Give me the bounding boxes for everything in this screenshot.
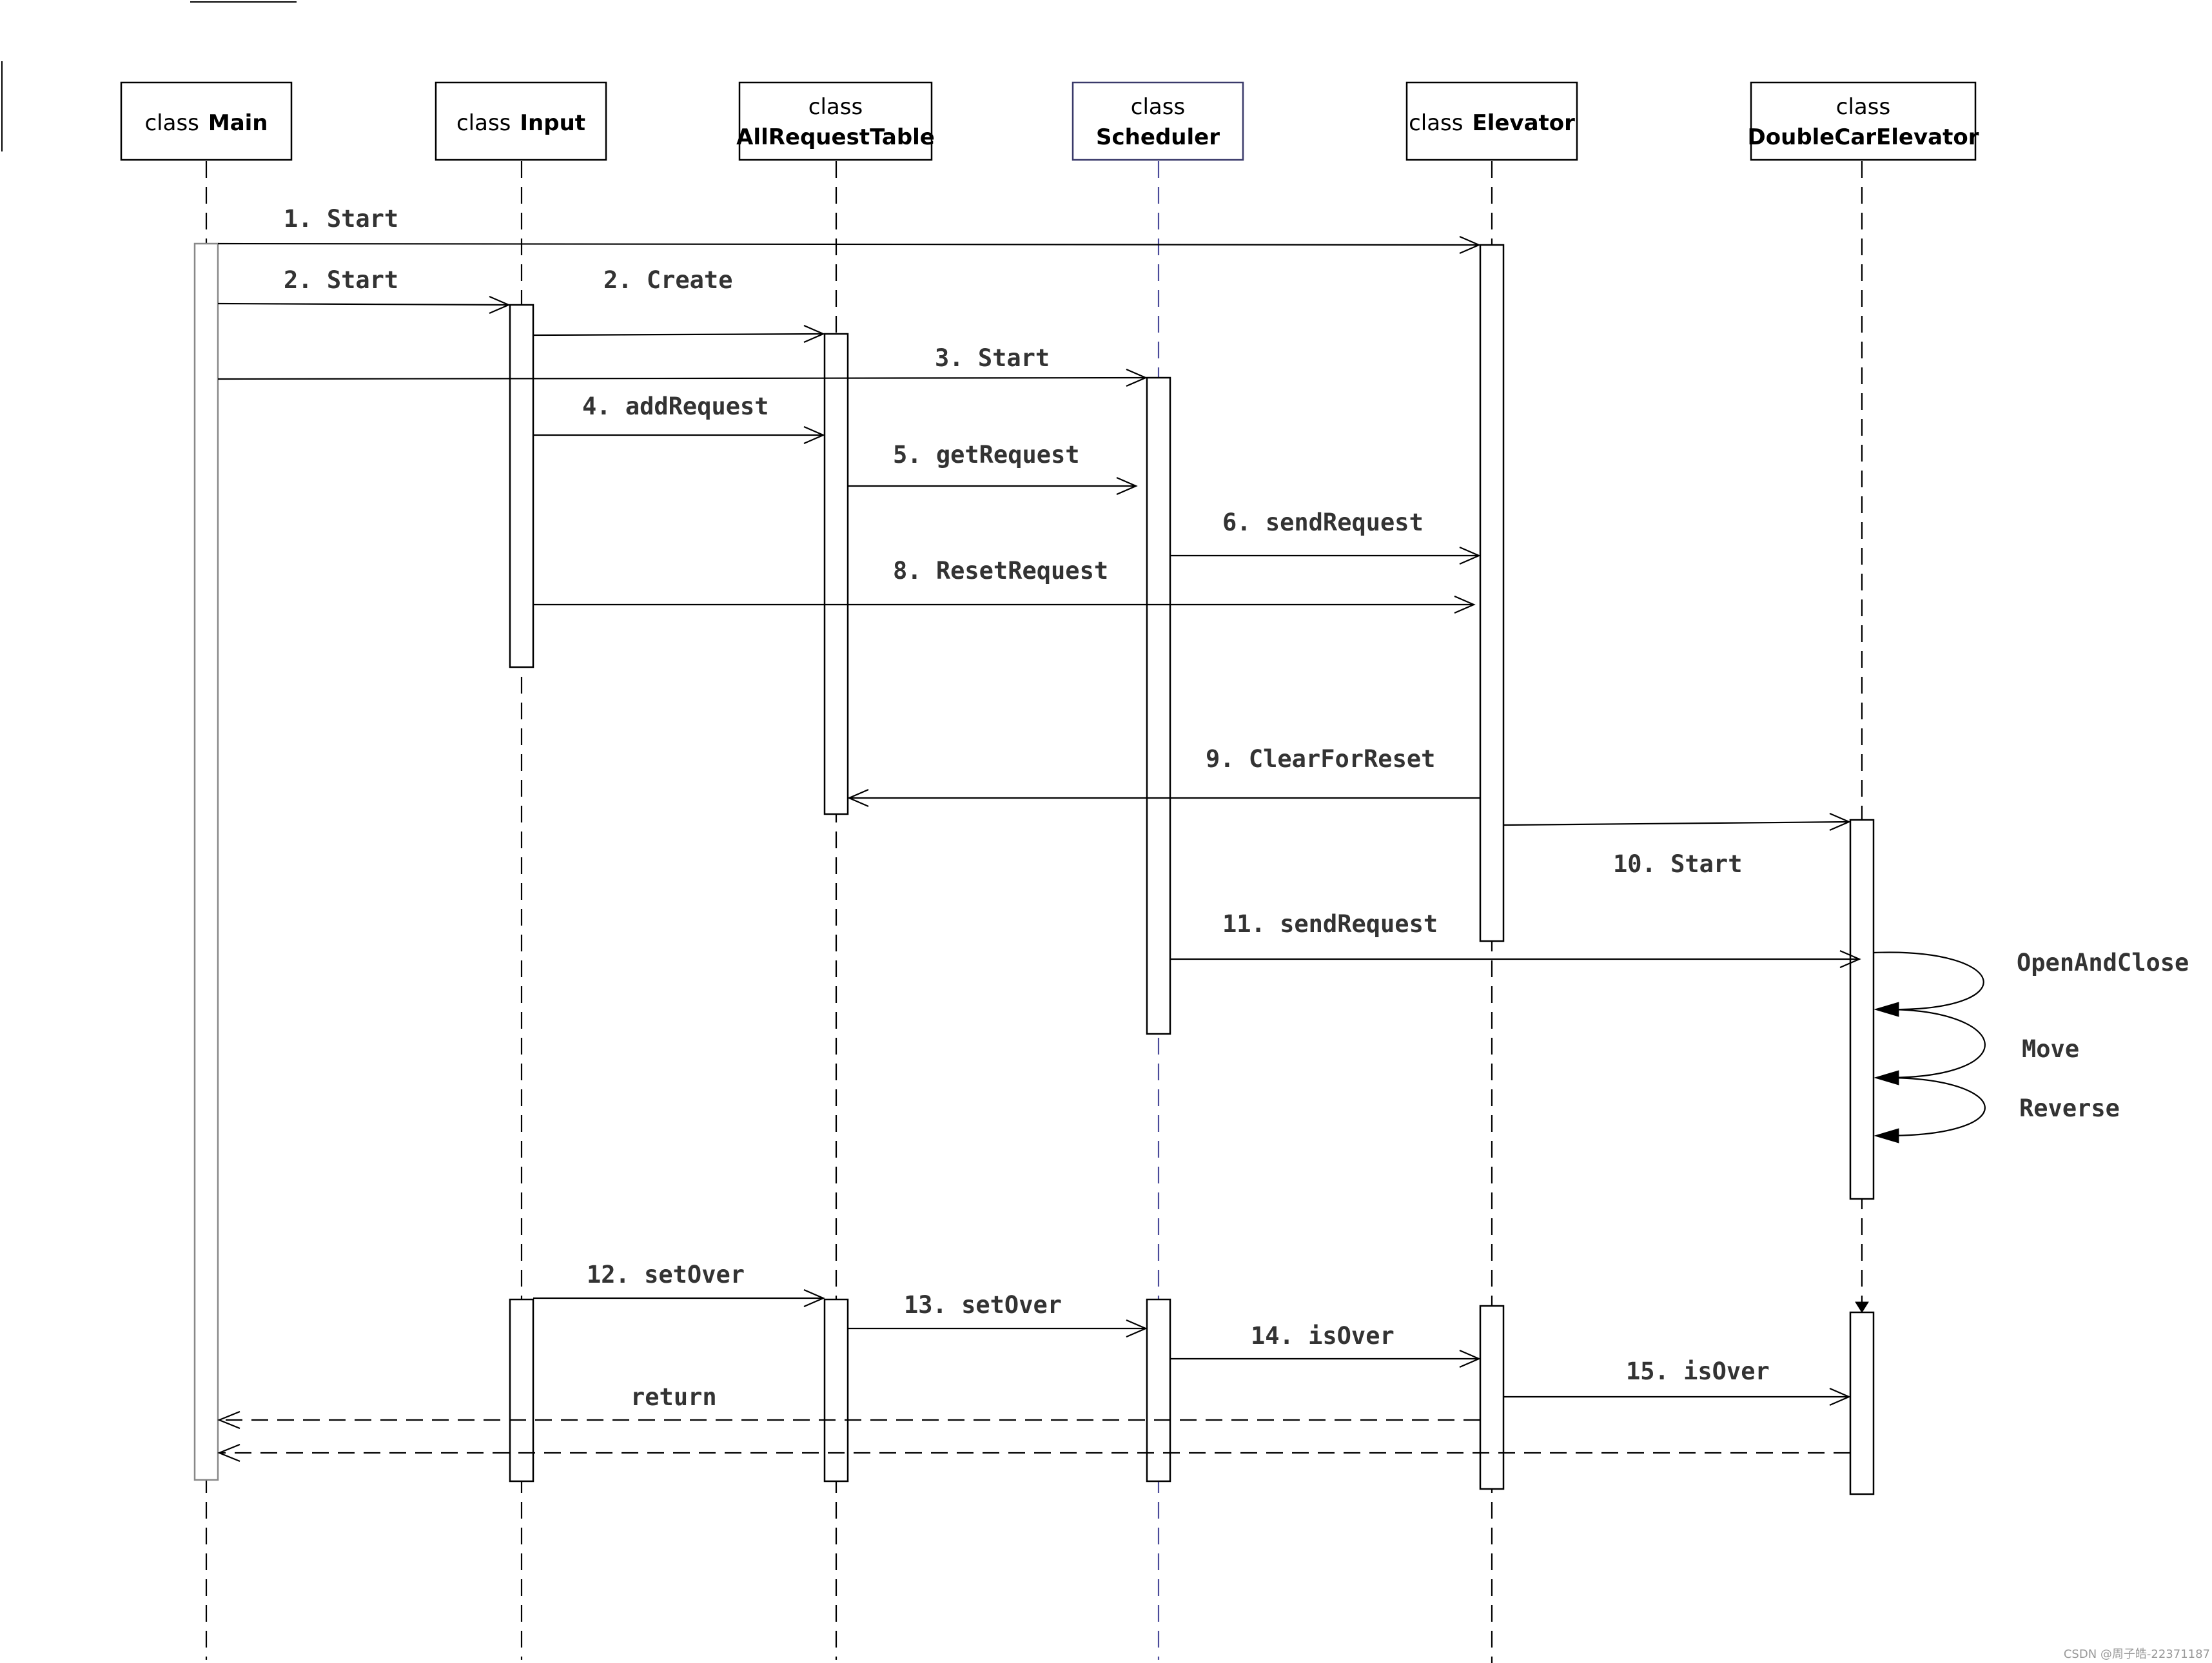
message-1-start: 1. Start xyxy=(217,205,1481,255)
class-name: Main xyxy=(208,110,268,136)
activation-main xyxy=(193,242,219,1481)
message-label: 14. isOver xyxy=(1251,1322,1395,1350)
message-11-sendrequest: 11. sendRequest xyxy=(1170,910,1861,969)
self-call-openandclose: OpenAndClose xyxy=(1873,949,2189,1017)
message-label: 3. Start xyxy=(935,344,1050,372)
class-keyword: class xyxy=(456,110,511,136)
class-name: DoubleCarElevator xyxy=(1748,124,1979,150)
class-box-main: class Main xyxy=(120,81,293,161)
class-name: Elevator xyxy=(1472,110,1575,136)
class-box-doublecarelevator: class DoubleCarElevator xyxy=(1748,81,1979,161)
message-12-setover: 12. setOver xyxy=(533,1261,825,1308)
message-9-clearforreset: 9. ClearForReset xyxy=(847,745,1480,808)
class-keyword: class xyxy=(808,94,863,120)
self-call-reverse: Reverse xyxy=(1874,1076,2120,1143)
class-box-input: class Input xyxy=(435,81,607,161)
class-name: Scheduler xyxy=(1096,124,1220,150)
class-keyword: class xyxy=(144,110,199,136)
self-call-label: OpenAndClose xyxy=(2017,949,2189,977)
activation-elevator-2 xyxy=(1479,1305,1505,1490)
svg-text:class Main: class Main xyxy=(144,110,268,136)
activation-scheduler-2 xyxy=(1146,1298,1171,1483)
class-keyword: class xyxy=(1836,94,1890,120)
activation-doublecar-1 xyxy=(1849,819,1875,1200)
message-label: 10. Start xyxy=(1613,850,1742,878)
message-8-resetrequest: 8. ResetRequest xyxy=(533,557,1476,614)
class-box-scheduler: class Scheduler xyxy=(1072,81,1244,161)
message-2-create: 2. Create xyxy=(533,266,825,344)
class-box-allrequesttable: class AllRequestTable xyxy=(736,81,935,161)
message-label: 9. ClearForReset xyxy=(1206,745,1435,773)
message-6-sendrequest: 6. sendRequest xyxy=(1170,509,1481,565)
message-label: 8. ResetRequest xyxy=(893,557,1108,585)
message-label: 11. sendRequest xyxy=(1222,910,1438,938)
message-label: return xyxy=(631,1383,717,1411)
message-label: 5. getRequest xyxy=(893,441,1080,469)
svg-text:class Input: class Input xyxy=(456,110,585,136)
class-name: Input xyxy=(520,110,585,136)
message-14-isover: 14. isOver xyxy=(1170,1322,1481,1368)
activation-allrequesttable-1 xyxy=(823,333,849,815)
activation-doublecar-2 xyxy=(1849,1311,1875,1495)
class-keyword: class xyxy=(1131,94,1185,120)
message-label: 1. Start xyxy=(284,205,398,233)
class-name: AllRequestTable xyxy=(736,124,935,150)
activation-allrequesttable-2 xyxy=(823,1298,849,1483)
message-label: 15. isOver xyxy=(1626,1357,1770,1385)
message-label: 2. Create xyxy=(603,266,732,294)
message-4-addrequest: 4. addRequest xyxy=(533,393,825,445)
self-call-label: Move xyxy=(2022,1035,2079,1063)
lifeline-doublecar-arrowhead xyxy=(1855,1301,1869,1313)
activation-scheduler-1 xyxy=(1146,376,1171,1035)
message-5-getrequest: 5. getRequest xyxy=(848,441,1138,496)
self-call-label: Reverse xyxy=(2019,1094,2120,1122)
message-label: 6. sendRequest xyxy=(1222,509,1424,536)
message-15-isover: 15. isOver xyxy=(1503,1357,1851,1406)
message-return-doublecar xyxy=(217,1443,1850,1463)
message-label: 12. setOver xyxy=(587,1261,745,1289)
class-keyword: class xyxy=(1409,110,1463,136)
message-return-elevator: return xyxy=(217,1383,1480,1430)
class-box-elevator: class Elevator xyxy=(1405,81,1578,161)
activation-input-1 xyxy=(509,304,534,668)
self-call-move: Move xyxy=(1874,1008,2079,1085)
message-10-start: 10. Start xyxy=(1503,812,1851,878)
activation-input-2 xyxy=(509,1298,534,1483)
message-13-setover: 13. setOver xyxy=(848,1291,1148,1338)
svg-text:class Elevator: class Elevator xyxy=(1409,110,1575,136)
message-2-start: 2. Start xyxy=(217,266,511,315)
activation-elevator-1 xyxy=(1479,244,1505,942)
message-label: 4. addRequest xyxy=(582,393,769,420)
message-label: 13. setOver xyxy=(904,1291,1062,1319)
message-label: 2. Start xyxy=(284,266,398,294)
message-3-start: 3. Start xyxy=(217,344,1148,387)
watermark: CSDN @周子皓-22371187 xyxy=(2064,1648,2210,1661)
